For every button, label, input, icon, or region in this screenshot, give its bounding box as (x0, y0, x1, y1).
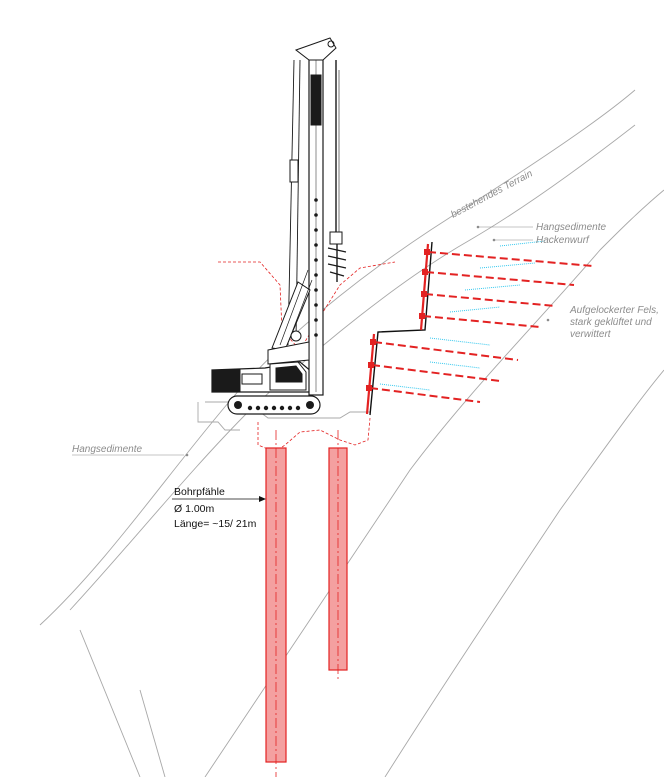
label-rock-line2: stark geklüftet und (570, 317, 652, 328)
anchor-6 (371, 364, 501, 382)
leader-dot-hangsedimente-lower (185, 453, 189, 457)
label-hackenwurf: Hackenwurf (536, 235, 590, 246)
drilling-rig-icon (211, 37, 347, 415)
rig-track-rollers (234, 401, 314, 411)
anchor-heads (366, 249, 430, 391)
upper-excavation-outline (218, 261, 396, 351)
lower-excavation-outline (257, 417, 371, 453)
rig-engine-grill (241, 373, 263, 385)
anchor-1 (427, 251, 594, 267)
rig-counterweight (211, 369, 241, 393)
terrain-lines (39, 89, 664, 777)
left-ground-line (79, 629, 141, 777)
piles-leader-arrow (259, 496, 266, 502)
anchor-5 (373, 341, 519, 361)
anchor-2 (425, 271, 575, 286)
anchor-4 (422, 315, 541, 328)
anchor-3 (424, 293, 556, 307)
label-piles-title: Bohrpfähle (174, 486, 225, 498)
shoring-wall (369, 241, 433, 416)
leader-dot-rock (546, 318, 550, 322)
label-terrain: bestehendes Terrain (449, 168, 535, 221)
facing-lower (365, 333, 376, 415)
bored-piles (265, 430, 348, 777)
rig-mast-head (294, 37, 337, 61)
sediment-boundary-line (69, 124, 636, 611)
label-piles-length: Länge= ~15/ 21m (174, 518, 257, 530)
shoring-wall-upper (369, 241, 433, 416)
label-rock-line3: verwittert (570, 329, 612, 340)
platform-edge (197, 402, 240, 431)
label-piles-diameter: Ø 1.00m (174, 503, 215, 515)
label-hangsedimente-lower: Hangsedimente (72, 444, 142, 455)
rig-mast-holes (314, 198, 318, 337)
rig-backstay (287, 59, 295, 346)
labels: bestehendes Terrain Hangsedimente Hacken… (72, 168, 659, 530)
left-ground-line-2 (139, 689, 166, 777)
anchor-tag-marks (379, 240, 546, 391)
anchor-7 (369, 387, 481, 403)
deep-rock-line (384, 369, 664, 777)
label-hangsedimente-upper: Hangsedimente (536, 222, 606, 233)
label-rock-line1: Aufgelockerter Fels, (569, 305, 659, 316)
ground-anchors (369, 251, 594, 403)
